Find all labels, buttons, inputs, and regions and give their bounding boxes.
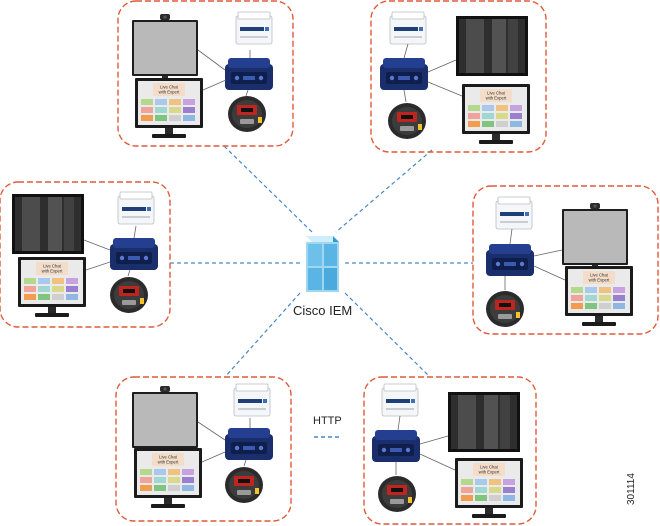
kiosk-monitor-icon: [462, 84, 530, 144]
endpoint-cluster-bottom-right: [363, 376, 537, 525]
card-reader-icon: [228, 96, 266, 132]
connection-lines: [170, 145, 473, 378]
controller-hub-icon: [486, 244, 534, 276]
card-reader-icon: [486, 291, 524, 327]
video-endpoint-icon: [562, 203, 628, 276]
endpoint-cluster-top-left: [117, 0, 294, 147]
kiosk-monitor-icon: [18, 257, 86, 317]
server-label: Cisco IEM: [293, 303, 353, 318]
cluster-border: [0, 181, 171, 328]
endpoint-cluster-middle-right: [472, 185, 659, 335]
endpoint-cluster-top-right: [370, 0, 547, 153]
cluster-border: [117, 0, 294, 147]
monitor-icon: [456, 16, 528, 76]
server-icon: [306, 236, 339, 292]
endpoint-cluster-middle-left: [0, 181, 171, 328]
card-reader-icon: [110, 277, 148, 313]
connection-bottom-left: [224, 292, 301, 378]
controller-hub-icon: [380, 58, 428, 90]
controller-hub-icon: [110, 238, 158, 270]
cluster-border: [115, 376, 292, 522]
kiosk-monitor-icon: [565, 266, 633, 326]
controller-hub-icon: [225, 428, 273, 460]
kiosk-monitor-icon: [134, 448, 202, 508]
connection-top-right: [335, 149, 433, 233]
controller-hub-icon: [225, 58, 273, 90]
legend-label: HTTP: [313, 415, 342, 427]
card-reader-icon: [378, 476, 416, 512]
scanner-icon: [495, 196, 533, 230]
kiosk-monitor-icon: [135, 78, 203, 138]
scanner-icon: [389, 11, 427, 45]
scanner-icon: [381, 383, 419, 417]
scanner-icon: [233, 383, 271, 417]
card-reader-icon: [388, 103, 426, 139]
connection-top-left: [223, 145, 313, 233]
video-endpoint-icon: [132, 14, 198, 87]
scanner-icon: [117, 191, 155, 225]
connection-bottom-right: [344, 292, 431, 378]
card-reader-icon: [225, 467, 263, 503]
kiosk-monitor-icon: [455, 458, 523, 518]
cluster-border: [370, 0, 547, 153]
monitor-icon: [448, 392, 520, 452]
controller-hub-icon: [372, 430, 420, 462]
scanner-icon: [235, 11, 273, 45]
monitor-icon: [12, 194, 84, 254]
figure-id: 301114: [626, 473, 637, 505]
endpoint-cluster-bottom-left: [115, 376, 292, 522]
cluster-border: [472, 185, 659, 335]
cluster-border: [363, 376, 537, 525]
